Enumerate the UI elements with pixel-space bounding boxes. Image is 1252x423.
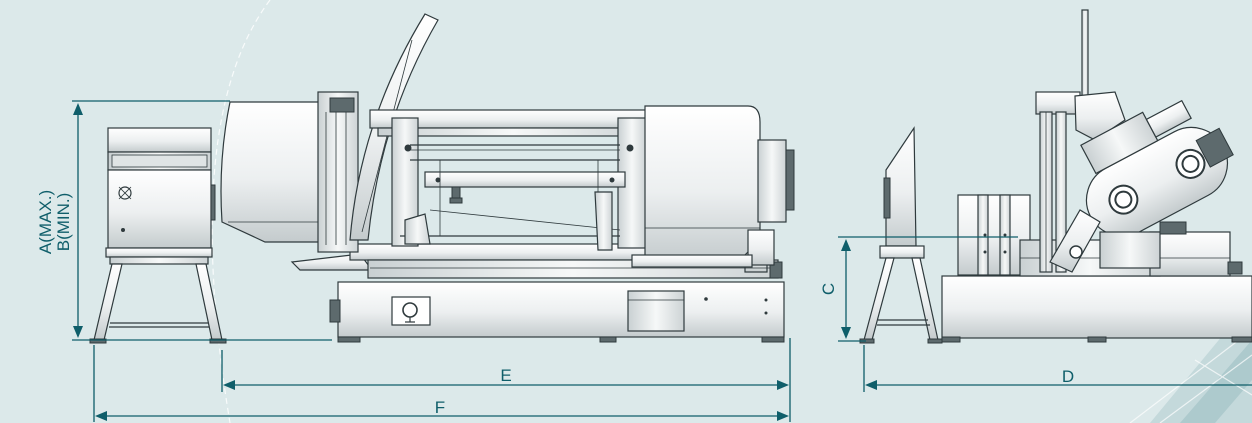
side-view [859, 9, 1252, 344]
label-f: F [435, 398, 445, 417]
dimension-f [93, 345, 789, 422]
label-e: E [500, 366, 511, 385]
label-a: A(MAX.) [36, 190, 55, 254]
side-saw-arm [1049, 209, 1187, 273]
side-column [1035, 9, 1126, 273]
dimension-c [838, 236, 1018, 342]
label-b: B(MIN.) [54, 193, 73, 252]
right-wheel-cover [631, 105, 795, 268]
side-saw-head [1080, 99, 1234, 237]
dimension-e [221, 338, 791, 422]
control-panel [89, 127, 227, 344]
dimension-lines [72, 100, 1252, 422]
label-c: C [819, 283, 838, 295]
side-base [941, 275, 1252, 343]
left-wheel-cover [220, 91, 359, 253]
saw-frame [369, 109, 656, 251]
label-d: D [1062, 367, 1074, 386]
front-view [89, 13, 795, 344]
side-control-stand [859, 126, 943, 344]
machine-base [329, 281, 785, 343]
coolant-pump-icon [402, 302, 418, 323]
dimension-a [72, 100, 332, 341]
emergency-stop-icon [118, 186, 132, 200]
dimension-d [863, 345, 1252, 392]
